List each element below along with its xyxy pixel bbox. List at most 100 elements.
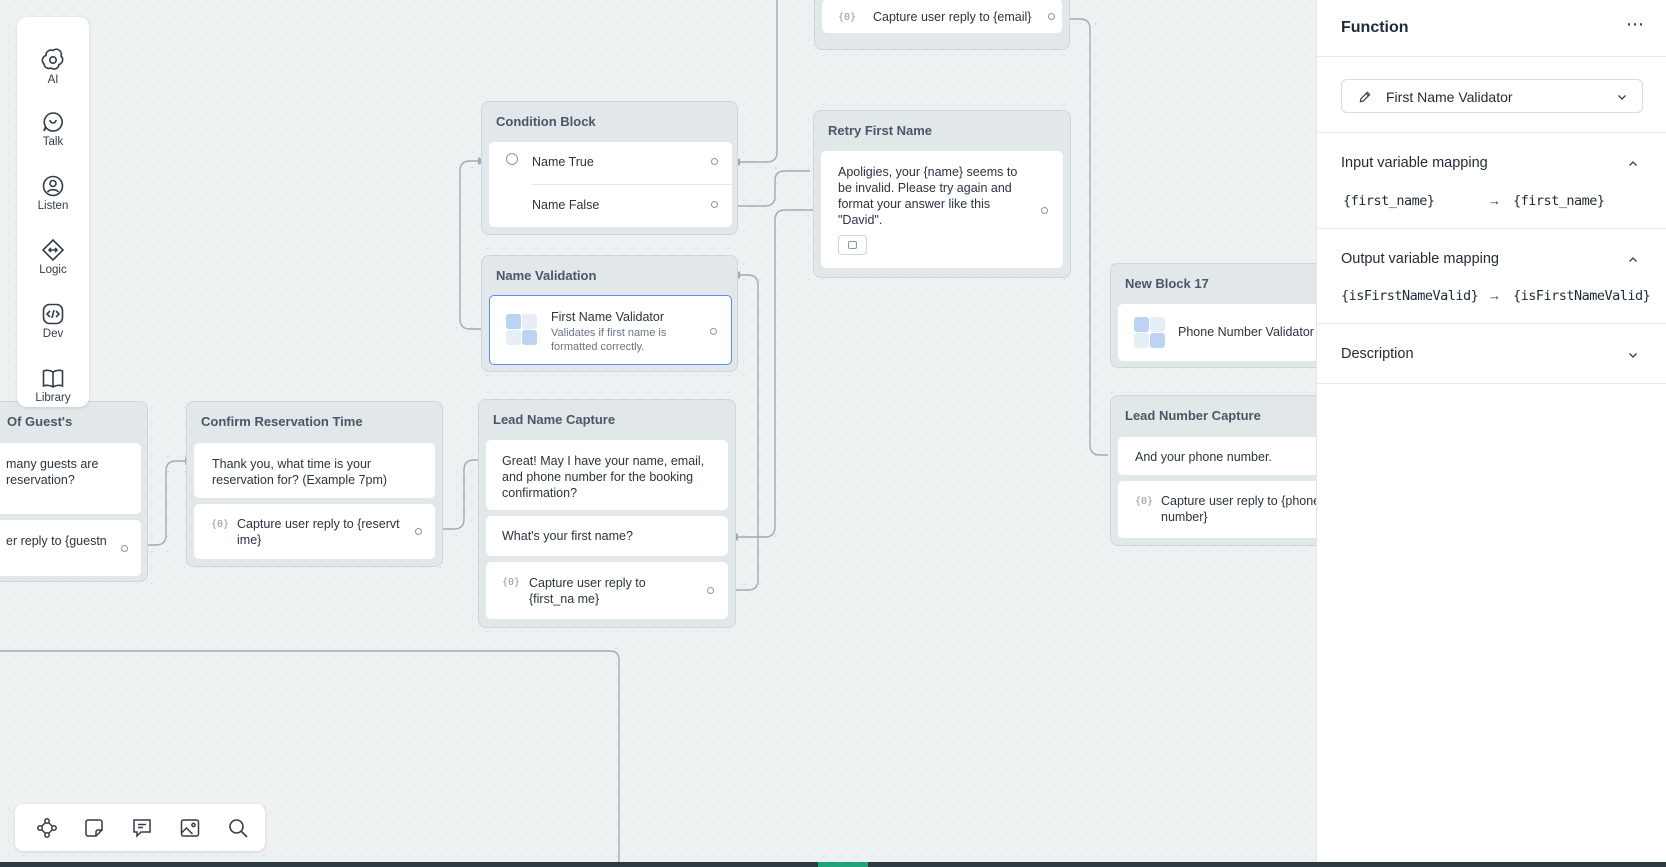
step-capture-reservation-time[interactable]: {0} Capture user reply to {reservt ime} <box>194 504 435 559</box>
block-title: Name Validation <box>496 268 597 283</box>
true-port[interactable] <box>711 158 718 165</box>
description-title[interactable]: Description <box>1341 346 1414 362</box>
output-mapping-to[interactable]: {isFirstNameValid} <box>1513 288 1651 304</box>
output-mapping-from[interactable]: {isFirstNameValid} <box>1341 288 1479 304</box>
output-port[interactable] <box>707 587 714 594</box>
nodes-icon[interactable] <box>35 816 59 840</box>
code-icon <box>42 303 64 325</box>
step-guests-capture[interactable]: er reply to {guestn <box>0 520 141 576</box>
function-icon <box>506 314 537 345</box>
step-function-first-name-validator[interactable]: First Name Validator Validates if first … <box>489 295 732 365</box>
block-title: Of Guest's <box>7 414 73 429</box>
condition-icon <box>506 153 518 165</box>
condition-false-label: Name False <box>532 198 600 212</box>
chevron-up-icon[interactable] <box>1627 254 1639 266</box>
step-lead-name-message[interactable]: Great! May I have your name, email, and … <box>486 440 728 510</box>
toolbar-item-library[interactable]: Library <box>17 354 89 412</box>
flow-canvas[interactable]: {0} Capture user reply to {email} Condit… <box>0 0 1316 867</box>
output-port[interactable] <box>710 328 717 335</box>
block-retry-first-name[interactable]: Retry First Name Apoligies, your {name} … <box>813 110 1071 278</box>
taskbar-accent <box>818 862 868 867</box>
output-port[interactable] <box>1048 13 1055 20</box>
function-title: Phone Number Validator <box>1178 325 1314 339</box>
arrow-right-icon: → <box>1488 288 1501 303</box>
toolbar-label: AI <box>47 74 59 86</box>
step-guests-message[interactable]: many guests are reservation? <box>0 443 141 514</box>
description-section: Description <box>1317 324 1666 384</box>
capture-icon: {0} <box>502 577 521 588</box>
block-title: Condition Block <box>496 114 596 129</box>
toolbar-label: Library <box>35 392 71 404</box>
capture-text: Capture user reply to {first_na me} <box>529 576 646 606</box>
capture-icon: {0} <box>838 12 857 23</box>
step-capture-phone-number[interactable]: {0} Capture user reply to {phone number} <box>1118 481 1316 538</box>
step-confirm-message[interactable]: Thank you, what time is your reservation… <box>194 443 435 498</box>
step-lead-number-message[interactable]: And your phone number. <box>1118 437 1316 475</box>
input-mapping-section: Input variable mapping {first_name} → {f… <box>1317 133 1666 229</box>
step-capture-first-name[interactable]: {0} Capture user reply to {first_na me} <box>486 562 728 619</box>
confirm-message: Thank you, what time is your reservation… <box>212 457 388 487</box>
output-port[interactable] <box>415 528 422 535</box>
block-lead-name-capture[interactable]: Lead Name Capture Great! May I have your… <box>478 399 736 628</box>
first-name-question: What's your first name? <box>502 529 633 543</box>
step-retry-message[interactable]: Apoligies, your {name} seems to be inval… <box>821 151 1063 268</box>
retry-message: Apoligies, your {name} seems to be inval… <box>838 165 1018 227</box>
block-title: Lead Number Capture <box>1125 408 1261 423</box>
function-select[interactable]: First Name Validator <box>1341 79 1643 113</box>
toolbar-label: Listen <box>37 200 69 212</box>
block-number-of-guests[interactable]: Of Guest's many guests are reservation? … <box>0 401 148 582</box>
block-title: Confirm Reservation Time <box>201 414 363 429</box>
block-new-block-17[interactable]: New Block 17 Phone Number Validator <box>1110 263 1316 368</box>
image-icon[interactable] <box>178 816 202 840</box>
lead-name-message: Great! May I have your name, email, and … <box>502 454 705 500</box>
input-mapping-to[interactable]: {first_name} <box>1513 193 1605 209</box>
block-condition[interactable]: Condition Block Name True Name False <box>481 101 738 235</box>
panel-title: Function <box>1341 19 1409 36</box>
function-select-section: First Name Validator <box>1317 57 1666 133</box>
chevron-down-icon <box>1618 95 1626 100</box>
sticky-note-icon[interactable] <box>82 816 106 840</box>
book-icon <box>42 369 64 388</box>
chevron-down-icon[interactable] <box>1627 349 1639 361</box>
capture-text: er reply to {guestn <box>6 534 107 548</box>
more-options-icon[interactable]: ⋯ <box>1626 14 1645 34</box>
openai-icon <box>41 48 64 70</box>
block-confirm-reservation-time[interactable]: Confirm Reservation Time Thank you, what… <box>186 401 443 567</box>
capture-text: Capture user reply to {reservt ime} <box>237 517 400 547</box>
toolbar-item-dev[interactable]: Dev <box>17 290 89 348</box>
output-mapping-title[interactable]: Output variable mapping <box>1341 251 1499 267</box>
toolbar-item-listen[interactable]: Listen <box>17 162 89 220</box>
user-circle-icon <box>42 175 64 197</box>
output-port[interactable] <box>1041 207 1048 214</box>
capture-icon: {0} <box>211 519 230 530</box>
selected-function: First Name Validator <box>1386 89 1513 105</box>
chevron-up-icon[interactable] <box>1627 158 1639 170</box>
capture-text: Capture user reply to {phone number} <box>1161 494 1316 524</box>
lead-number-message: And your phone number. <box>1135 450 1272 464</box>
capture-icon: {0} <box>1135 496 1154 507</box>
comment-icon[interactable] <box>130 816 154 840</box>
output-port[interactable] <box>121 545 128 552</box>
step-function-phone-validator[interactable]: Phone Number Validator <box>1118 304 1316 361</box>
false-port[interactable] <box>711 201 718 208</box>
function-icon <box>1134 317 1165 348</box>
input-mapping-from[interactable]: {first_name} <box>1343 193 1435 209</box>
arrow-right-icon: → <box>1488 193 1501 208</box>
attachment-icon <box>838 235 867 255</box>
condition-true-label: Name True <box>532 155 594 169</box>
toolbar-item-talk[interactable]: Talk <box>17 98 89 156</box>
block-lead-number-capture[interactable]: Lead Number Capture And your phone numbe… <box>1110 395 1316 546</box>
block-email[interactable]: {0} Capture user reply to {email} <box>814 0 1070 50</box>
toolbar-item-ai[interactable]: AI <box>17 34 89 92</box>
search-icon[interactable] <box>226 816 250 840</box>
step-capture-email[interactable]: {0} Capture user reply to {email} <box>822 0 1062 33</box>
block-name-validation[interactable]: Name Validation First Name Validator Val… <box>481 255 738 372</box>
toolbar-item-logic[interactable]: Logic <box>17 226 89 284</box>
function-description: Validates if first name is formatted cor… <box>551 327 667 353</box>
step-first-name-question[interactable]: What's your first name? <box>486 516 728 556</box>
toolbar-label: Dev <box>42 328 64 340</box>
block-title: Retry First Name <box>828 123 933 138</box>
step-condition[interactable]: Name True Name False <box>489 142 732 227</box>
input-mapping-title[interactable]: Input variable mapping <box>1341 155 1488 171</box>
panel-header: Function ⋯ <box>1317 0 1666 57</box>
